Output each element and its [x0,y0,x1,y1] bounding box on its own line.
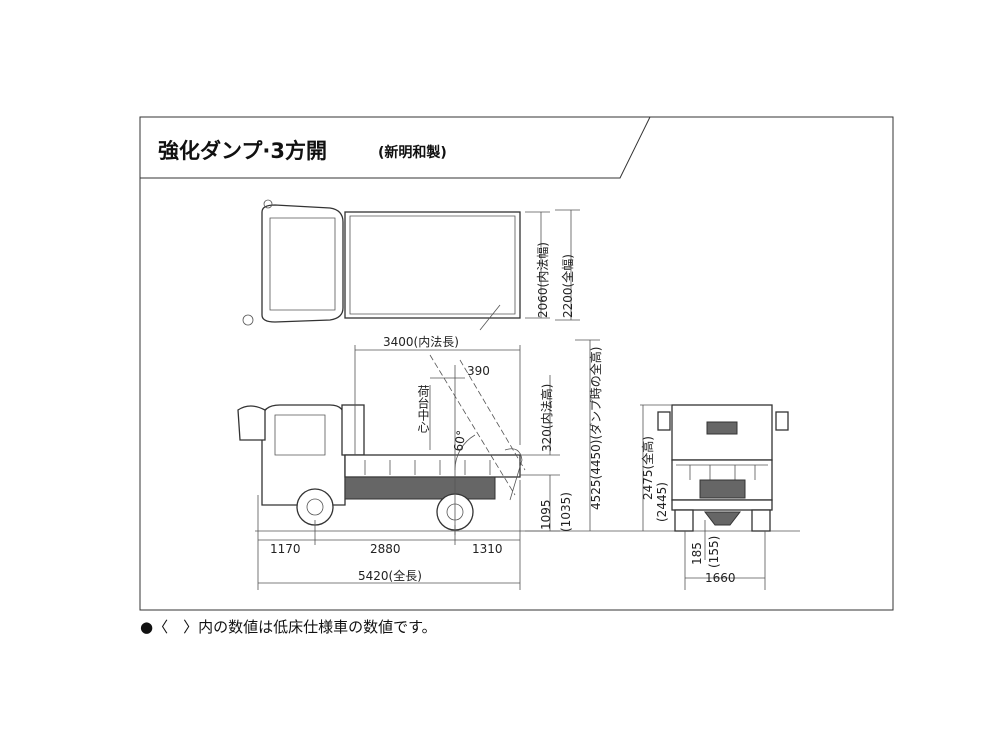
floor-height-label: 1095 [539,499,553,530]
offset-label: 390 [467,364,490,378]
dump-angle-label: 60° [451,429,468,452]
inner-width-label: 2060(内法幅) [535,242,550,318]
ground-clearance-low-label: (155) [707,536,721,568]
ground-clearance-label: 185 [690,542,704,565]
overall-height-label: 2475(全高) [640,436,655,500]
rear-overhang-label: 1310 [472,542,503,556]
frame [139,116,894,611]
title: 強化ダンプ·3方開 [158,139,327,163]
inner-length-label: 3400(内法長) [383,335,459,349]
front-overhang-label: 1170 [270,542,301,556]
footnote: ●〈 〉内の数値は低床仕様車の数値です。 [140,618,437,636]
overall-height-low-label: (2445) [655,482,669,522]
title-tab [140,116,651,179]
dump-height-label: 4525(4450)(ダンプ時の全高) [588,347,603,510]
truck-top-view [242,199,521,331]
truck-rear-view [657,404,789,532]
rear-tread-label: 1660 [705,571,736,585]
inner-height-label: 320(内法高) [539,384,554,452]
overall-width-label: 2200(全幅) [560,254,575,318]
title-maker: (新明和製) [378,144,447,161]
bed-center-label: 荷台中心 [416,385,430,433]
floor-height-low-label: (1035) [559,492,573,532]
overall-length-label: 5420(全長) [358,568,422,583]
wheelbase-label: 2880 [370,542,401,556]
truck-side-view [237,404,523,531]
